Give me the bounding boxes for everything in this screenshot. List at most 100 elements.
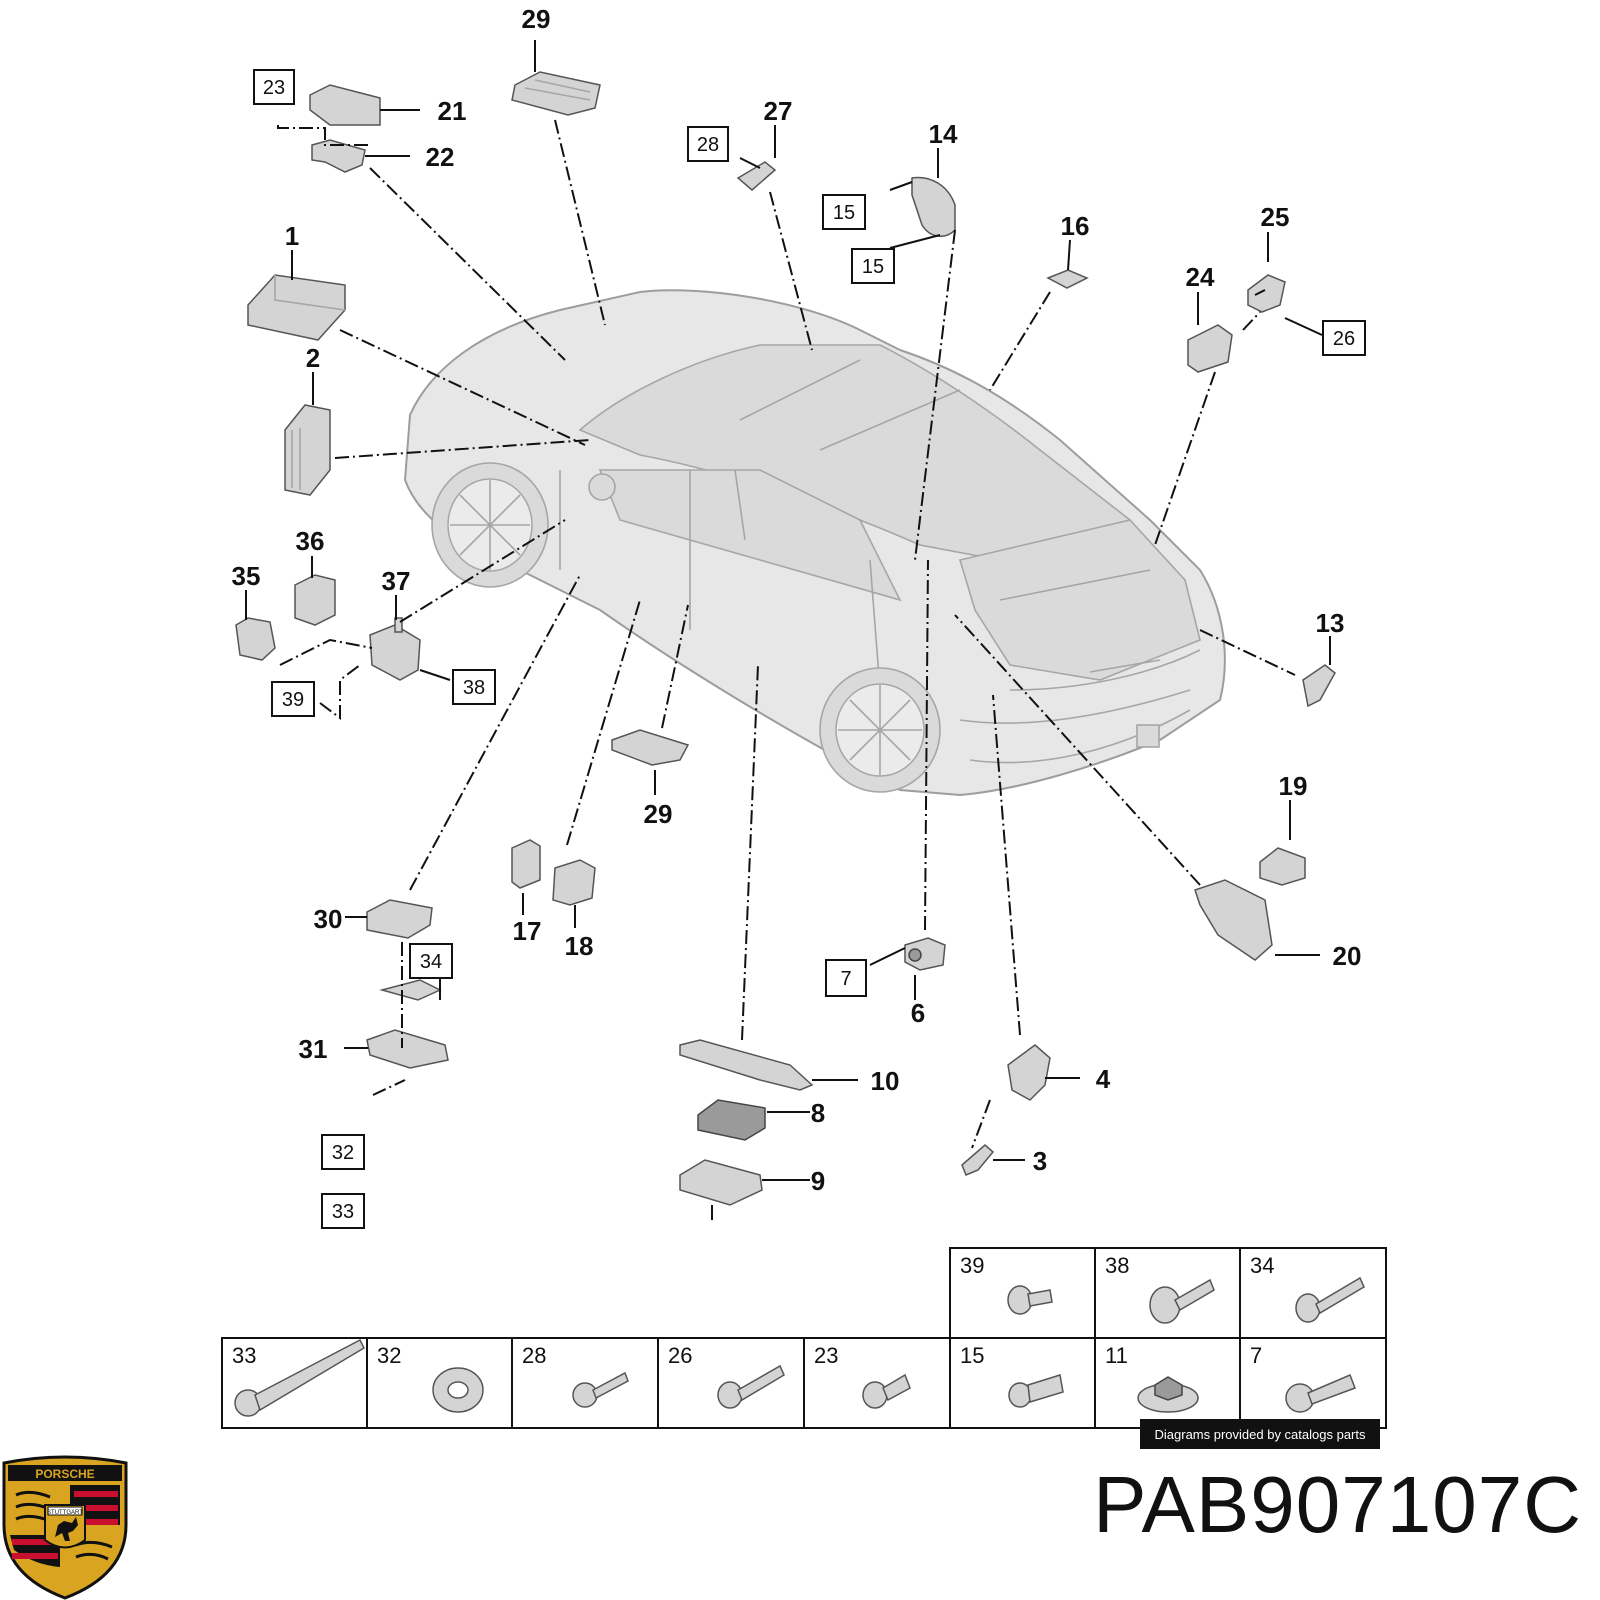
callout-21: 21: [438, 96, 467, 126]
part-19-module: [1259, 847, 1306, 886]
screw-28-icon: [572, 1371, 629, 1408]
logo-text: PORSCHE: [35, 1467, 94, 1481]
callout-37: 37: [382, 566, 411, 596]
leader-lines: [277, 119, 1296, 1149]
part-17-bracket: [511, 839, 541, 889]
hardware-15-label: 15: [960, 1343, 984, 1368]
callout-30: 30: [314, 904, 343, 934]
callout-16: 16: [1061, 211, 1090, 241]
hardware-39-label: 39: [960, 1253, 984, 1278]
hardware-table: 39 38 34 33 32 28 26 23 15 11 7: [221, 1247, 1387, 1429]
part-13-module: [1302, 664, 1336, 708]
part-29-module-lower: [611, 729, 690, 766]
porsche-crest-logo: PORSCHE STUTTGART: [2, 1455, 128, 1600]
callout-35: 35: [232, 561, 261, 591]
bolt-33-icon: [234, 1338, 365, 1417]
callout-8: 8: [811, 1098, 825, 1128]
boxed-34: 34: [420, 951, 442, 973]
boxed-callouts: 23 28 15 15 26 38 39 34 7 32 33: [253, 69, 1366, 1229]
part-31-bracket: [366, 979, 449, 1069]
part-20-bracket: [1194, 879, 1273, 961]
part-8-radar: [697, 1099, 766, 1141]
callout-19: 19: [1279, 771, 1308, 801]
boxed-28: 28: [697, 134, 719, 156]
callout-17: 17: [513, 916, 542, 946]
callout-29-top: 29: [522, 4, 551, 34]
hardware-33-label: 33: [232, 1343, 256, 1368]
boxed-39: 39: [282, 689, 304, 711]
part-22-bracket: [311, 139, 366, 173]
boxed-38: 38: [463, 677, 485, 699]
callout-18: 18: [565, 931, 594, 961]
hardware-7-label: 7: [1250, 1343, 1262, 1368]
part-21-bracket: [309, 84, 381, 126]
part-number: PAB907107C: [1093, 1460, 1582, 1549]
part-35-module: [235, 617, 276, 661]
bolt-38-icon: [1149, 1278, 1215, 1324]
bolt-34-icon: [1295, 1276, 1365, 1323]
bolt-39-icon: [1007, 1285, 1053, 1315]
boxed-15-top: 15: [833, 202, 855, 224]
part-10-bracket: [679, 1039, 814, 1091]
callout-29-lower: 29: [644, 799, 673, 829]
callout-3: 3: [1033, 1146, 1047, 1176]
part-37-bracket: [369, 617, 421, 681]
hardware-11-label: 11: [1105, 1343, 1128, 1368]
callout-2: 2: [306, 343, 320, 373]
part-18-module: [552, 859, 596, 906]
credit-text: Diagrams provided by catalogs parts: [1154, 1426, 1366, 1442]
part-27-bracket: [736, 161, 777, 191]
callout-10: 10: [871, 1066, 900, 1096]
bolt-26-icon: [717, 1364, 785, 1409]
callout-24: 24: [1186, 262, 1215, 292]
part-6-camera: [904, 937, 946, 971]
hardware-26-label: 26: [668, 1343, 692, 1368]
callout-22: 22: [426, 142, 455, 172]
callout-13: 13: [1316, 608, 1345, 638]
boxed-15-lower: 15: [862, 256, 884, 278]
callout-20: 20: [1333, 941, 1362, 971]
boxed-26: 26: [1333, 328, 1355, 350]
part-3-bracket: [961, 1144, 995, 1176]
part-24-module: [1187, 324, 1233, 373]
part-4-bracket: [1007, 1044, 1051, 1101]
part-9-bracket: [679, 1159, 763, 1220]
part-16-module: [1046, 269, 1089, 289]
boxed-32: 32: [332, 1142, 354, 1164]
callout-numbers: 1 2 3 4 6 8 9 10 13 14 16 17 18 19 20 21…: [232, 4, 1362, 1196]
hardware-23-label: 23: [814, 1343, 838, 1368]
boxed-23: 23: [263, 77, 285, 99]
callout-9: 9: [811, 1166, 825, 1196]
callout-4: 4: [1096, 1064, 1111, 1094]
hardware-38-label: 38: [1105, 1253, 1129, 1278]
part-2-module: [284, 404, 331, 496]
callout-31: 31: [299, 1034, 328, 1064]
credit-banner: Diagrams provided by catalogs parts: [1140, 1419, 1380, 1449]
hardware-32-label: 32: [377, 1343, 401, 1368]
callout-27: 27: [764, 96, 793, 126]
hardware-34-label: 34: [1250, 1253, 1274, 1278]
part-1-control-unit: [247, 274, 346, 341]
bolt-23-icon: [862, 1373, 911, 1409]
hardware-28-label: 28: [522, 1343, 546, 1368]
bolt-15-icon: [1008, 1374, 1064, 1408]
boxed-7: 7: [840, 968, 851, 990]
washer-32-icon: [432, 1367, 484, 1413]
boxed-33: 33: [332, 1201, 354, 1223]
nut-11-icon: [1137, 1376, 1199, 1413]
clip-7-icon: [1285, 1374, 1356, 1413]
callout-6: 6: [911, 998, 925, 1028]
part-30-module: [366, 899, 433, 939]
part-25-bracket: [1247, 274, 1286, 313]
car-illustration: [403, 289, 1226, 797]
callout-lines: [245, 40, 1331, 1181]
part-29-module-top: [511, 71, 601, 116]
callout-1: 1: [285, 221, 299, 251]
logo-city-text: STUTTGART: [47, 1510, 83, 1516]
callout-14: 14: [929, 119, 958, 149]
part-14-sensor: [911, 176, 956, 237]
part-36-module: [294, 574, 336, 626]
callout-25: 25: [1261, 202, 1290, 232]
callout-36: 36: [296, 526, 325, 556]
